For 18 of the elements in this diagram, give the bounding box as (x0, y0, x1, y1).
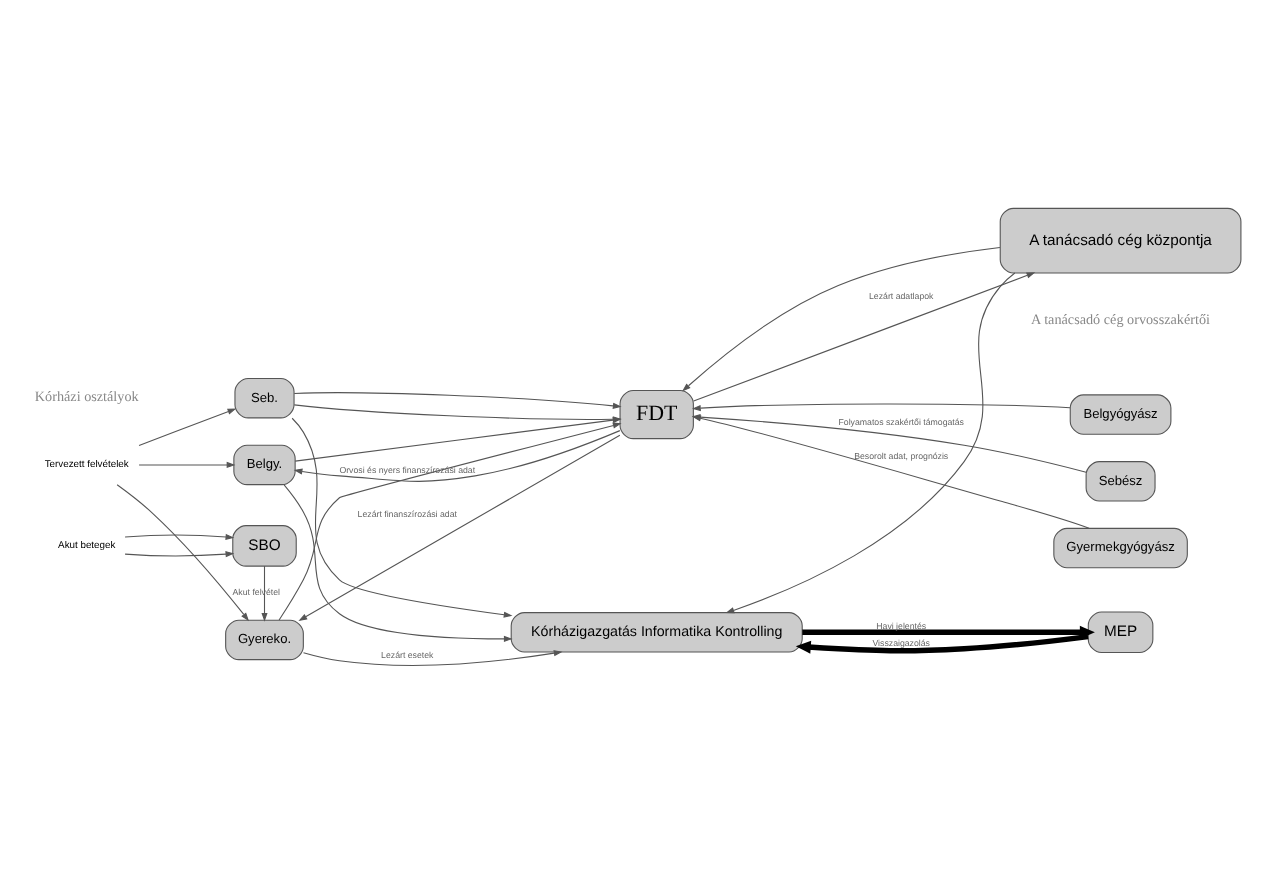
arrow (124, 532, 235, 539)
arrow (692, 402, 1071, 411)
arrow (293, 429, 621, 481)
arrow (283, 483, 513, 641)
arrow (116, 483, 250, 621)
arrow (291, 416, 513, 617)
arrow (261, 564, 268, 621)
arrow (802, 624, 1095, 638)
arrow (795, 632, 1089, 653)
arrow (138, 407, 237, 445)
arrow (302, 649, 563, 665)
arrow (682, 245, 1001, 391)
arrow (725, 271, 1016, 613)
arrow (693, 271, 1036, 401)
node-box: FDT (619, 389, 694, 439)
arrow (124, 550, 235, 557)
arrow (293, 391, 622, 408)
arrow (138, 460, 236, 467)
